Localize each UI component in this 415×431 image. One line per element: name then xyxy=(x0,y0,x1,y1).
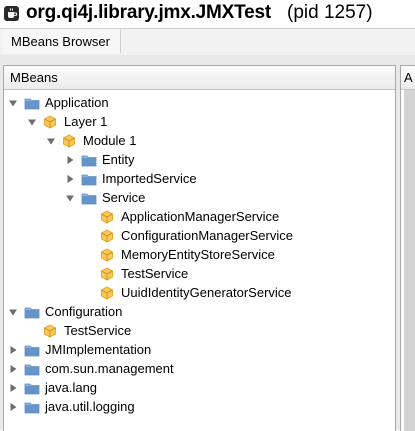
tree-node-label: UuidIdentityGeneratorService xyxy=(121,285,292,300)
tree-node-label: Configuration xyxy=(45,304,123,319)
tree-node-layer-1[interactable]: Layer 1 xyxy=(27,112,107,131)
mbean-icon xyxy=(43,114,59,129)
tree-node-label: ImportedService xyxy=(102,171,197,186)
tree-node-testservice[interactable]: TestService xyxy=(84,264,188,283)
tree-node-label: TestService xyxy=(121,266,189,281)
no-toggle-spacer xyxy=(84,269,94,279)
folder-icon xyxy=(24,362,40,376)
collapsed-arrow-icon[interactable] xyxy=(8,402,18,412)
tree-node-jmimplementation[interactable]: JMImplementation xyxy=(8,340,151,359)
tree-node-service[interactable]: Service xyxy=(65,188,145,207)
tree-node-label: Layer 1 xyxy=(64,114,108,129)
collapsed-arrow-icon[interactable] xyxy=(8,364,18,374)
tree-node-uuididentitygeneratorservice[interactable]: UuidIdentityGeneratorService xyxy=(84,283,292,302)
folder-icon xyxy=(81,191,97,205)
tree-node-label: Entity xyxy=(102,152,135,167)
tree-node-com-sun-management[interactable]: com.sun.management xyxy=(8,359,174,378)
tree-node-label: MemoryEntityStoreService xyxy=(121,247,275,262)
tree-node-applicationmanagerservice[interactable]: ApplicationManagerService xyxy=(84,207,279,226)
mbean-icon xyxy=(100,247,116,262)
jconsole-cup-icon xyxy=(3,5,20,22)
folder-icon xyxy=(81,153,97,167)
mbean-icon xyxy=(62,133,78,148)
attributes-panel-header: A xyxy=(401,66,415,90)
tab-mbeans-browser[interactable]: MBeans Browser xyxy=(3,29,121,53)
tree-node-label: com.sun.management xyxy=(45,361,174,376)
no-toggle-spacer xyxy=(84,288,94,298)
tree-node-configuration[interactable]: Configuration xyxy=(8,302,122,321)
tree-node-label: Application xyxy=(45,95,109,110)
tree-node-application[interactable]: Application xyxy=(8,93,109,112)
window-pid: (pid 1257) xyxy=(287,2,373,23)
collapsed-arrow-icon[interactable] xyxy=(65,155,75,165)
tree-node-entity[interactable]: Entity xyxy=(65,150,135,169)
tree-node-java-util-logging[interactable]: java.util.logging xyxy=(8,397,135,416)
tree-node-configurationmanagerservice[interactable]: ConfigurationManagerService xyxy=(84,226,293,245)
tree-node-java-lang[interactable]: java.lang xyxy=(8,378,97,397)
mbeans-panel-header: MBeans xyxy=(4,66,395,90)
collapsed-arrow-icon[interactable] xyxy=(8,345,18,355)
mbean-icon xyxy=(100,266,116,281)
no-toggle-spacer xyxy=(84,250,94,260)
folder-icon xyxy=(24,305,40,319)
expanded-arrow-icon[interactable] xyxy=(46,136,56,146)
folder-icon xyxy=(24,400,40,414)
folder-icon xyxy=(24,381,40,395)
no-toggle-spacer xyxy=(27,326,37,336)
expanded-arrow-icon[interactable] xyxy=(8,307,18,317)
tree-node-label: ApplicationManagerService xyxy=(121,209,280,224)
mbean-icon xyxy=(100,209,116,224)
no-toggle-spacer xyxy=(84,231,94,241)
expanded-arrow-icon[interactable] xyxy=(27,117,37,127)
tree-node-importedservice[interactable]: ImportedService xyxy=(65,169,197,188)
tree-node-label: java.lang xyxy=(45,380,98,395)
folder-icon xyxy=(24,343,40,357)
tree-node-label: TestService xyxy=(64,323,132,338)
tree-node-label: Service xyxy=(102,190,146,205)
tab-strip: MBeans Browser xyxy=(0,28,415,56)
folder-icon xyxy=(24,96,40,110)
window-title-bar: org.qi4j.library.jmx.JMXTest (pid 1257) xyxy=(0,0,415,28)
expanded-arrow-icon[interactable] xyxy=(8,98,18,108)
mbean-icon xyxy=(100,228,116,243)
expanded-arrow-icon[interactable] xyxy=(65,193,75,203)
tree-node-label: JMImplementation xyxy=(45,342,152,357)
attributes-panel: A xyxy=(400,65,415,431)
tree-node-memoryentitystoreservice[interactable]: MemoryEntityStoreService xyxy=(84,245,275,264)
tree-node-label: java.util.logging xyxy=(45,399,135,414)
mbean-icon xyxy=(100,285,116,300)
tree-node-label: Module 1 xyxy=(83,133,137,148)
folder-icon xyxy=(81,172,97,186)
tree-node-testservice[interactable]: TestService xyxy=(27,321,131,340)
no-toggle-spacer xyxy=(84,212,94,222)
mbean-icon xyxy=(43,323,59,338)
tree-node-label: ConfigurationManagerService xyxy=(121,228,293,243)
collapsed-arrow-icon[interactable] xyxy=(65,174,75,184)
window-title: org.qi4j.library.jmx.JMXTest xyxy=(26,2,271,23)
collapsed-arrow-icon[interactable] xyxy=(8,383,18,393)
attributes-panel-body xyxy=(404,90,415,431)
tree-node-module-1[interactable]: Module 1 xyxy=(46,131,136,150)
